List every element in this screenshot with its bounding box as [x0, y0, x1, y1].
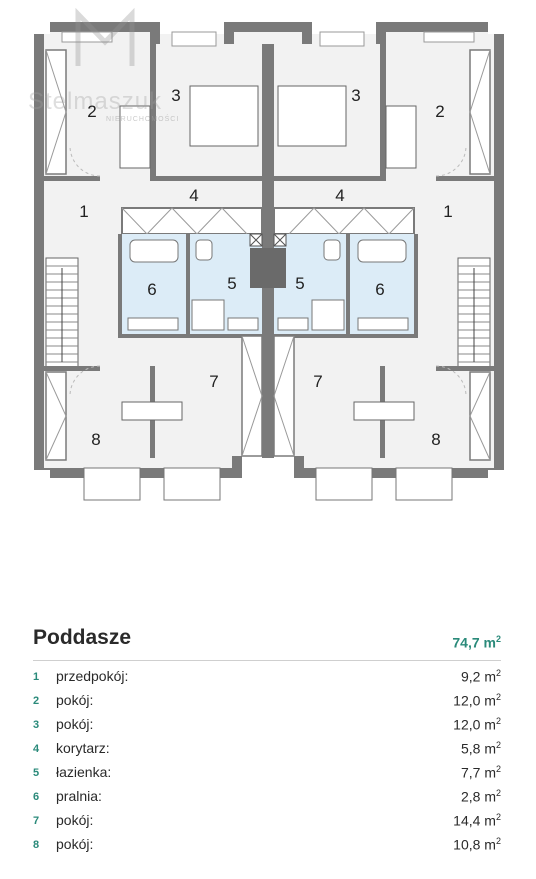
row-area-value: 5,8 m [460, 740, 496, 757]
row-area: 10,8 m2 [453, 836, 501, 853]
row-area-sup: 2 [495, 716, 501, 726]
row-area-value: 12,0 m [453, 716, 496, 733]
row-name: pokój: [56, 836, 94, 852]
row-name: przedpokój: [56, 668, 129, 684]
legend-total-sup: 2 [495, 634, 501, 644]
row-area-sup: 2 [495, 788, 501, 798]
row-num: 8 [33, 839, 40, 851]
row-area: 7,7 m2 [461, 764, 501, 781]
row-area: 2,8 m2 [461, 788, 501, 805]
stairs-right [457, 257, 491, 369]
row-name: pokój: [56, 716, 94, 732]
row-num: 2 [33, 695, 40, 707]
legend-row: 1 przedpokój: 9,2 m2 [33, 668, 501, 690]
row-area-sup: 2 [495, 836, 501, 846]
room-label-8-right: 8 [431, 430, 441, 449]
row-area-sup: 2 [495, 692, 501, 702]
row-area-sup: 2 [495, 668, 501, 678]
row-num: 1 [33, 671, 40, 683]
room-label-6-right: 6 [375, 280, 385, 299]
row-num: 7 [33, 815, 40, 827]
room-label-7-left: 7 [209, 372, 219, 391]
row-area: 12,0 m2 [453, 692, 501, 709]
row-num: 3 [33, 719, 40, 731]
row-name: pokój: [56, 812, 94, 828]
room-label-8-left: 8 [91, 430, 101, 449]
row-num: 6 [33, 791, 40, 803]
row-area-sup: 2 [495, 740, 501, 750]
legend-row: 7 pokój: 14,4 m2 [33, 812, 501, 834]
area-legend: Poddasze 74,7 m2 1 przedpokój: 9,2 m2 2 … [0, 600, 536, 879]
row-num: 5 [33, 767, 40, 779]
row-area-value: 7,7 m [460, 764, 496, 781]
row-area: 5,8 m2 [461, 740, 501, 757]
row-area: 9,2 m2 [461, 668, 501, 685]
row-num: 4 [33, 743, 40, 755]
row-area-sup: 2 [495, 764, 501, 774]
row-area: 12,0 m2 [453, 716, 501, 733]
room-label-3-left: 3 [171, 86, 181, 105]
row-name: pokój: [56, 692, 94, 708]
room-label-2-right: 2 [435, 102, 445, 121]
floor-plan: Stelmaszuk NIERUCHOMOŚCI 2 3 3 2 4 4 1 1… [28, 8, 504, 501]
legend-title: Poddasze [33, 626, 132, 649]
row-name: pralnia: [56, 788, 102, 804]
row-area-value: 14,4 m [453, 812, 496, 829]
row-name: łazienka: [56, 764, 112, 780]
room-label-3-right: 3 [351, 86, 361, 105]
row-name: korytarz: [56, 740, 110, 756]
room-label-4-right: 4 [335, 186, 345, 205]
floor-plan-svg [34, 22, 504, 501]
legend-row: 3 pokój: 12,0 m2 [33, 716, 501, 738]
room-label-4-left: 4 [189, 186, 199, 205]
row-area-value: 12,0 m [453, 692, 496, 709]
row-area: 14,4 m2 [453, 812, 501, 829]
room-label-1-left: 1 [79, 202, 89, 221]
stairs-left [45, 257, 79, 369]
row-area-value: 9,2 m [460, 668, 496, 685]
legend-total: 74,7 m2 [452, 634, 501, 651]
legend-row: 6 pralnia: 2,8 m2 [33, 788, 501, 810]
legend-header: Poddasze [33, 626, 131, 650]
room-label-5-right: 5 [295, 274, 305, 293]
room-label-1-right: 1 [443, 202, 453, 221]
room-label-7-right: 7 [313, 372, 323, 391]
row-area-value: 2,8 m [460, 788, 496, 805]
legend-row: 5 łazienka: 7,7 m2 [33, 764, 501, 786]
row-area-value: 10,8 m [453, 836, 496, 853]
row-area-sup: 2 [495, 812, 501, 822]
legend-total-value: 74,7 m [452, 634, 496, 651]
legend-row: 4 korytarz: 5,8 m2 [33, 740, 501, 762]
room-label-6-left: 6 [147, 280, 157, 299]
room-label-2-left: 2 [87, 102, 97, 121]
legend-divider [33, 660, 501, 661]
room-label-5-left: 5 [227, 274, 237, 293]
legend-row: 2 pokój: 12,0 m2 [33, 692, 501, 714]
legend-row: 8 pokój: 10,8 m2 [33, 836, 501, 858]
